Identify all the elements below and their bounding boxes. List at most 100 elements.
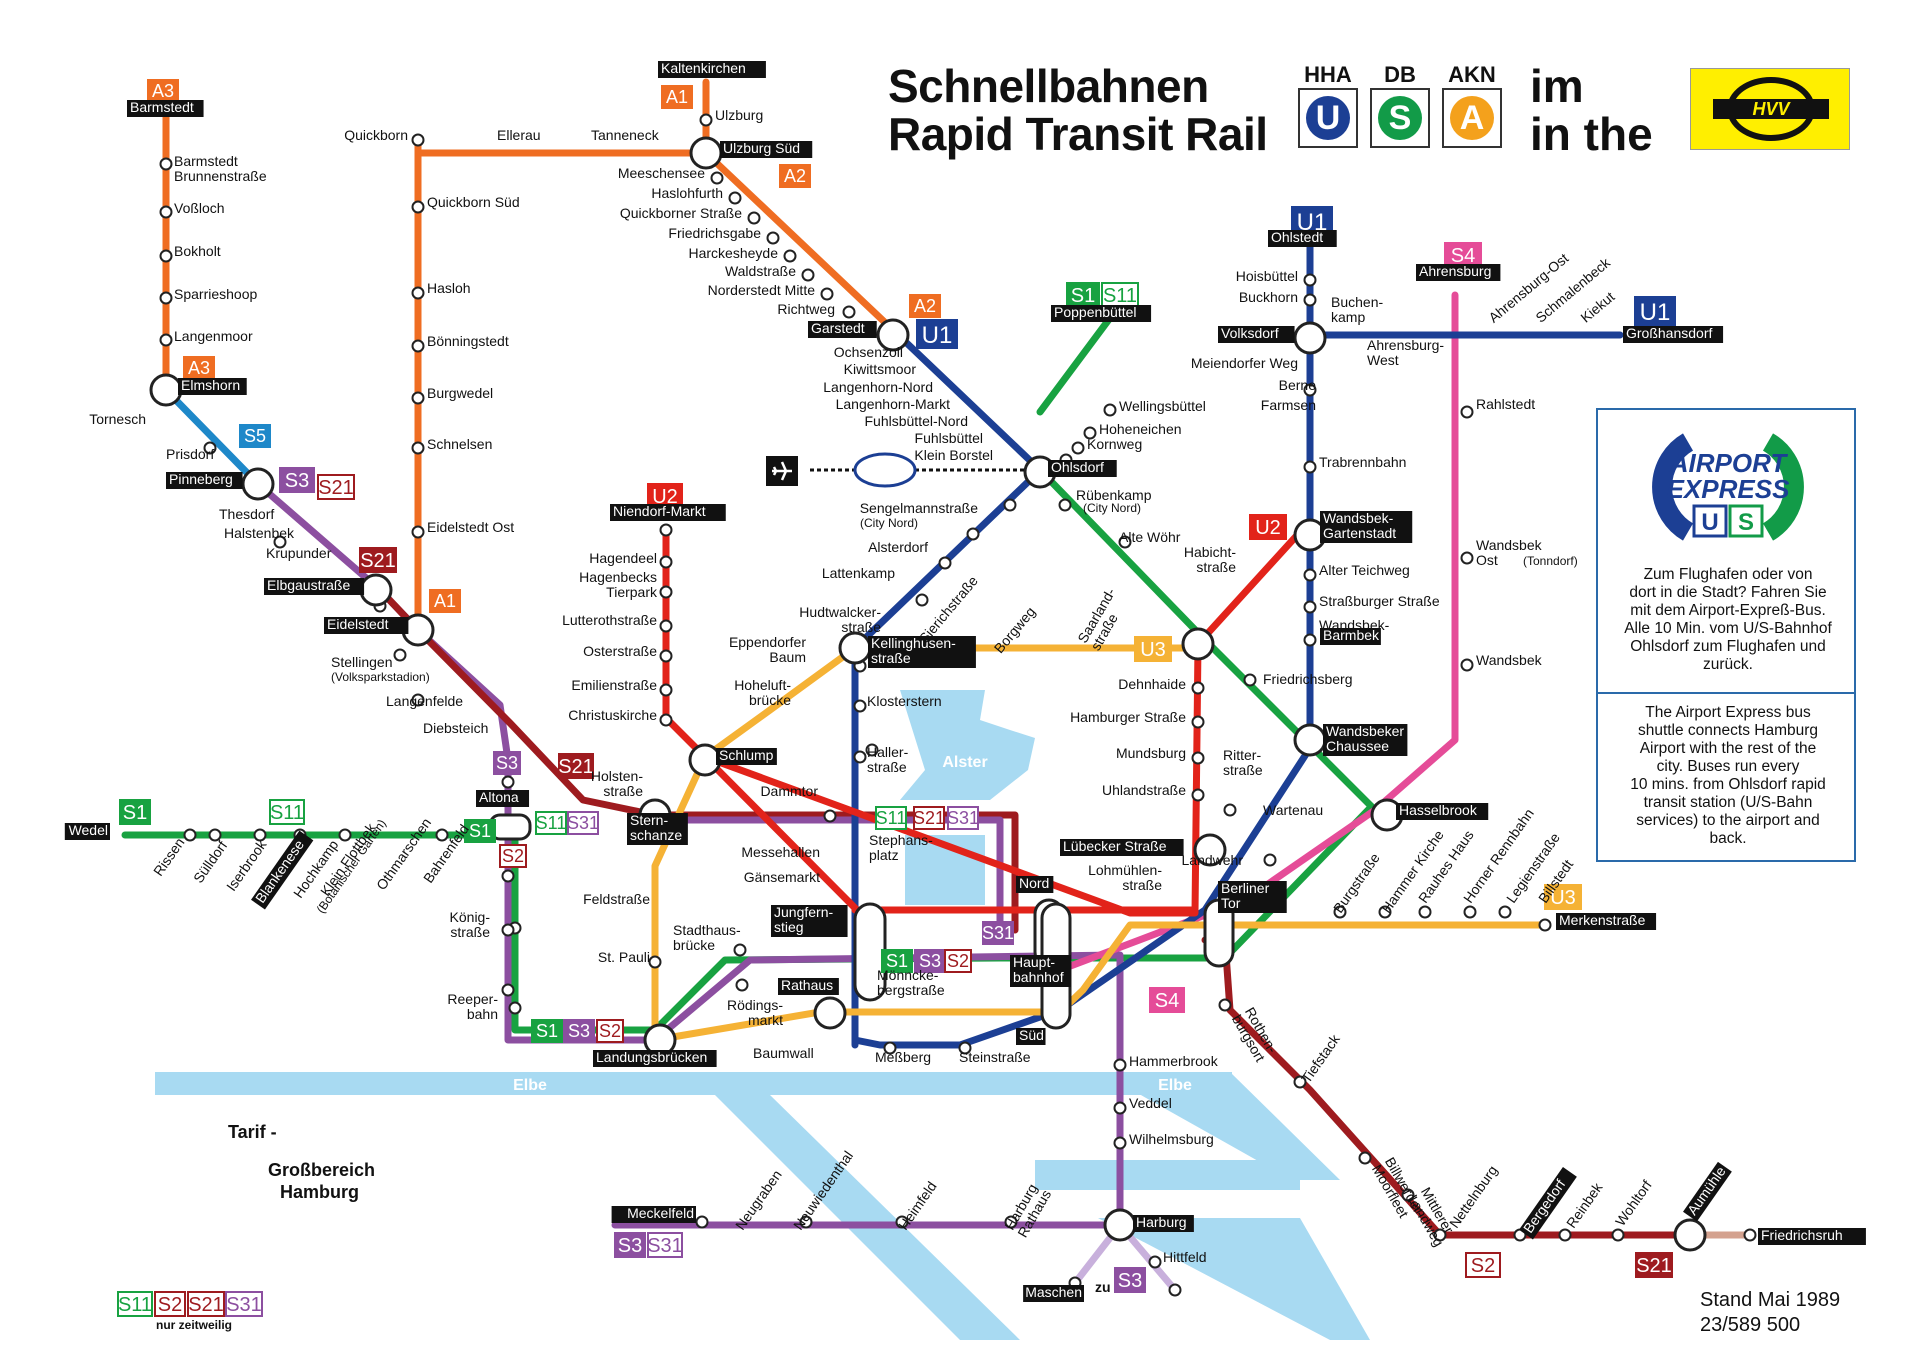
station-dot[interactable] <box>728 191 742 205</box>
interchange-station[interactable] <box>359 573 393 607</box>
station-dot[interactable] <box>159 291 173 305</box>
station-dot[interactable] <box>393 648 407 662</box>
station-dot[interactable] <box>411 693 425 707</box>
station-dot[interactable] <box>1113 1136 1127 1150</box>
station-dot[interactable] <box>1293 1075 1307 1089</box>
station-dot[interactable] <box>659 683 673 697</box>
station-dot[interactable] <box>938 556 952 570</box>
station-dot[interactable] <box>183 828 197 842</box>
interchange-station[interactable] <box>689 136 723 170</box>
station-dot[interactable] <box>1303 383 1317 397</box>
station-dot[interactable] <box>1191 681 1205 695</box>
station-dot[interactable] <box>208 828 222 842</box>
station-dot[interactable] <box>1303 460 1317 474</box>
station-dot[interactable] <box>501 923 515 937</box>
station-dot[interactable] <box>1303 568 1317 582</box>
interchange-station[interactable] <box>1293 723 1327 757</box>
station-dot[interactable] <box>1263 853 1277 867</box>
station-dot[interactable] <box>1460 658 1474 672</box>
station-dot[interactable] <box>699 113 713 127</box>
station-dot[interactable] <box>1191 751 1205 765</box>
interchange-station[interactable] <box>813 996 847 1030</box>
interchange-station[interactable] <box>1193 833 1227 867</box>
station-dot[interactable] <box>915 593 929 607</box>
station-dot[interactable] <box>853 750 867 764</box>
station-dot[interactable] <box>1058 498 1072 512</box>
station-dot[interactable] <box>411 339 425 353</box>
station-dot[interactable] <box>895 1215 909 1229</box>
station-dot[interactable] <box>659 619 673 633</box>
station-dot[interactable] <box>1168 1283 1182 1297</box>
station-dot[interactable] <box>1148 1255 1162 1269</box>
station-dot[interactable] <box>1460 551 1474 565</box>
station-dot[interactable] <box>1071 441 1085 455</box>
station-dot[interactable] <box>1303 273 1317 287</box>
station-dot[interactable] <box>1378 905 1392 919</box>
station-dot[interactable] <box>1498 905 1512 919</box>
station-dot[interactable] <box>733 943 747 957</box>
station-dot[interactable] <box>1611 1228 1625 1242</box>
station-dot[interactable] <box>435 828 449 842</box>
station-dot[interactable] <box>1004 1215 1018 1229</box>
station-dot[interactable] <box>411 200 425 214</box>
interchange-station[interactable] <box>688 743 722 777</box>
station-dot[interactable] <box>1333 905 1347 919</box>
station-dot[interactable] <box>1303 600 1317 614</box>
station-dot[interactable] <box>1303 293 1317 307</box>
station-dot[interactable] <box>1433 1228 1447 1242</box>
station-dot[interactable] <box>159 205 173 219</box>
station-dot[interactable] <box>411 391 425 405</box>
station-dot[interactable] <box>842 305 856 319</box>
station-dot[interactable] <box>1463 905 1477 919</box>
interchange-station[interactable] <box>1293 321 1327 355</box>
station-dot[interactable] <box>1003 498 1017 512</box>
station-dot[interactable] <box>411 525 425 539</box>
station-dot[interactable] <box>501 869 515 883</box>
interchange-station[interactable] <box>1103 1208 1137 1242</box>
station-dot[interactable] <box>648 955 662 969</box>
station-dot[interactable] <box>966 527 980 541</box>
station-dot[interactable] <box>411 441 425 455</box>
station-dot[interactable] <box>411 286 425 300</box>
station-dot[interactable] <box>1401 1188 1415 1202</box>
station-dot[interactable] <box>1113 1101 1127 1115</box>
station-dot[interactable] <box>501 983 515 997</box>
station-dot[interactable] <box>710 171 724 185</box>
station-dot[interactable] <box>883 1041 897 1055</box>
station-dot[interactable] <box>766 231 780 245</box>
station-dot[interactable] <box>865 743 879 757</box>
station-dot[interactable] <box>159 249 173 263</box>
interchange-station[interactable] <box>838 631 872 665</box>
interchange-station[interactable] <box>1673 1218 1707 1252</box>
station-dot[interactable] <box>1538 918 1552 932</box>
station-dot[interactable] <box>853 699 867 713</box>
station-dot[interactable] <box>820 287 834 301</box>
station-dot[interactable] <box>338 828 352 842</box>
station-dot[interactable] <box>501 775 515 789</box>
interchange-station[interactable] <box>149 373 183 407</box>
station-dot[interactable] <box>159 157 173 171</box>
station-dot[interactable] <box>659 713 673 727</box>
station-dot[interactable] <box>1418 905 1432 919</box>
station-dot[interactable] <box>1083 426 1097 440</box>
station-dot[interactable] <box>1358 1151 1372 1165</box>
station-dot[interactable] <box>823 809 837 823</box>
station-dot[interactable] <box>411 133 425 147</box>
interchange-station[interactable] <box>241 467 275 501</box>
interchange-station[interactable] <box>1181 627 1215 661</box>
station-dot[interactable] <box>1118 535 1132 549</box>
station-dot[interactable] <box>1218 998 1232 1012</box>
station-dot[interactable] <box>659 585 673 599</box>
station-dot[interactable] <box>1191 788 1205 802</box>
station-dot[interactable] <box>1191 715 1205 729</box>
station-dot[interactable] <box>159 333 173 347</box>
interchange-station[interactable] <box>876 318 910 352</box>
station-dot[interactable] <box>508 1001 522 1015</box>
station-dot[interactable] <box>253 828 267 842</box>
station-dot[interactable] <box>1460 405 1474 419</box>
station-dot[interactable] <box>801 268 815 282</box>
station-dot[interactable] <box>1113 1058 1127 1072</box>
station-dot[interactable] <box>747 211 761 225</box>
station-dot[interactable] <box>799 1215 813 1229</box>
station-dot[interactable] <box>1303 633 1317 647</box>
